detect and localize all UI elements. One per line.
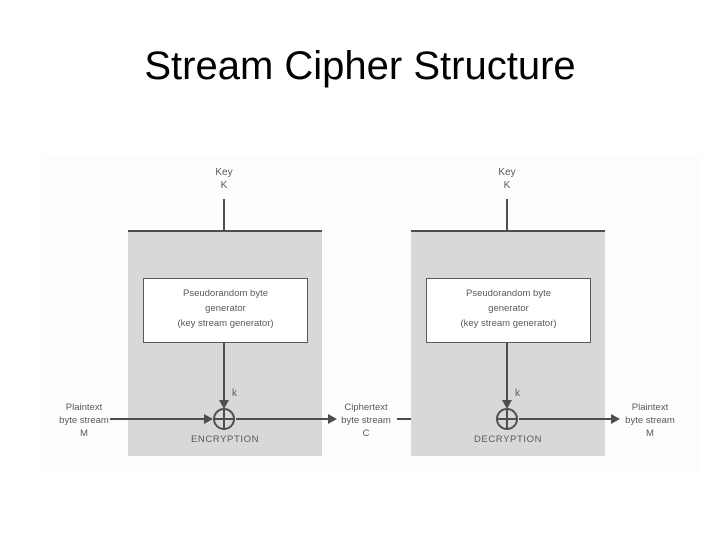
middle-label-line1: Ciphertext: [344, 402, 388, 413]
encryption-xor-icon: [213, 408, 235, 430]
generator-line3: (key stream generator): [460, 318, 557, 329]
ciphertext-label: Ciphertext byte stream C: [321, 401, 411, 440]
key-label-line1: Key: [215, 167, 233, 178]
plaintext-flow-line: [110, 418, 206, 420]
plaintext-output-label: Plaintext byte stream M: [605, 401, 695, 440]
input-label-line3: M: [80, 428, 88, 439]
plaintext-output-flow-line: [519, 418, 613, 420]
output-label-line1: Plaintext: [631, 402, 669, 413]
generator-line3: (key stream generator): [177, 318, 274, 329]
decryption-keystream-line: [506, 342, 508, 402]
decryption-operation-label: DECRYPTION: [473, 434, 543, 445]
encryption-generator-box: Pseudorandom byte generator (key stream …: [143, 278, 308, 343]
encryption-keystream-line: [223, 342, 225, 402]
decryption-key-label: Key K: [477, 166, 537, 192]
decryption-keystream-label: k: [515, 388, 520, 399]
arrowhead-right-icon: [204, 414, 213, 424]
generator-line1: Pseudorandom byte: [182, 288, 269, 299]
key-label-line2: K: [220, 180, 228, 191]
arrowhead-down-icon: [502, 400, 512, 409]
key-label-line1: Key: [498, 167, 516, 178]
arrowhead-right-icon: [328, 414, 337, 424]
generator-line2: generator: [205, 303, 246, 314]
ciphertext-flow-line-left: [236, 418, 330, 420]
output-label-line3: M: [646, 428, 654, 439]
encryption-key-label: Key K: [194, 166, 254, 192]
key-label-line2: K: [503, 180, 511, 191]
input-label-line1: Plaintext: [65, 402, 103, 413]
arrowhead-down-icon: [219, 400, 229, 409]
input-label-line2: byte stream: [59, 415, 109, 426]
output-label-line2: byte stream: [625, 415, 675, 426]
plaintext-input-label: Plaintext byte stream M: [39, 401, 129, 440]
encryption-keystream-label: k: [232, 388, 237, 399]
slide-title: Stream Cipher Structure: [144, 44, 576, 88]
middle-label-line2: byte stream: [341, 415, 391, 426]
arrowhead-right-icon: [611, 414, 620, 424]
encryption-operation-label: ENCRYPTION: [190, 434, 260, 445]
decryption-xor-icon: [496, 408, 518, 430]
decryption-generator-box: Pseudorandom byte generator (key stream …: [426, 278, 591, 343]
middle-label-line3: C: [362, 428, 370, 439]
generator-line1: Pseudorandom byte: [465, 288, 552, 299]
generator-line2: generator: [488, 303, 529, 314]
